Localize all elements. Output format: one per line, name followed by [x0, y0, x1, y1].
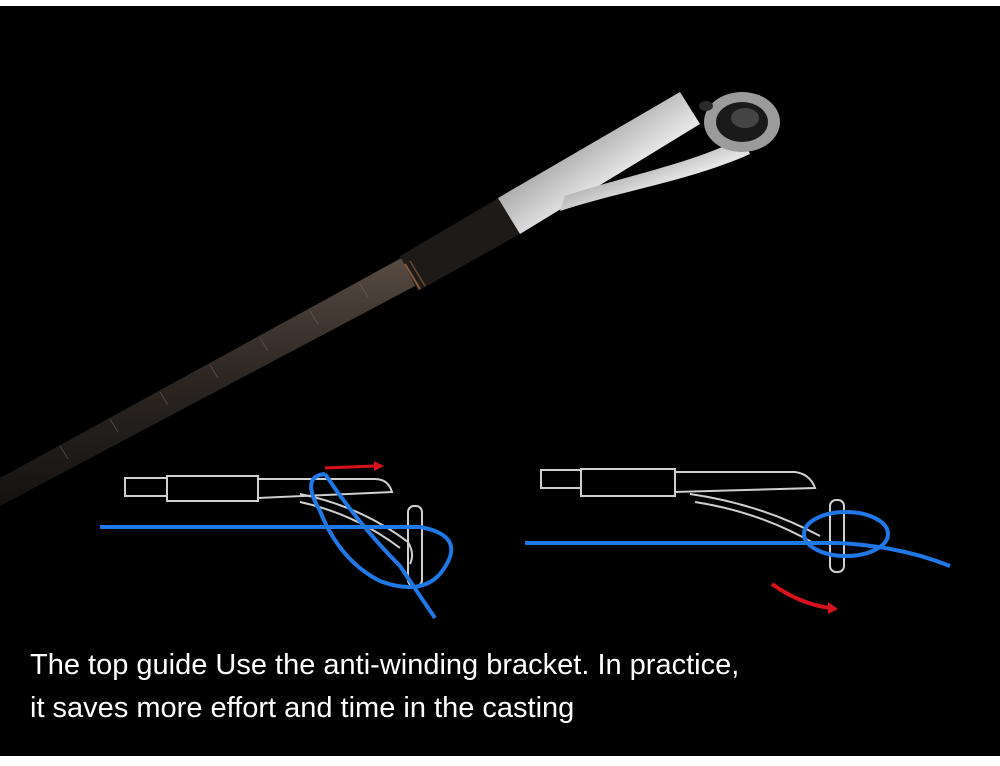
rod-tip-illustration: [0, 92, 951, 620]
caption-line-1: The top guide Use the anti-winding brack…: [30, 649, 740, 681]
diagram-right: [525, 468, 951, 614]
diagram-left: [100, 461, 454, 620]
caption: The top guide Use the anti-winding brack…: [30, 644, 970, 730]
top-guide: [498, 92, 780, 234]
arrow-left-red: [324, 461, 384, 471]
rod-blank: [0, 196, 520, 506]
rod-tip-photo: The top guide Use the anti-winding brack…: [0, 6, 1000, 756]
caption-line-2: it saves more effort and time in the cas…: [30, 692, 575, 724]
arrow-right-red: [770, 582, 838, 614]
